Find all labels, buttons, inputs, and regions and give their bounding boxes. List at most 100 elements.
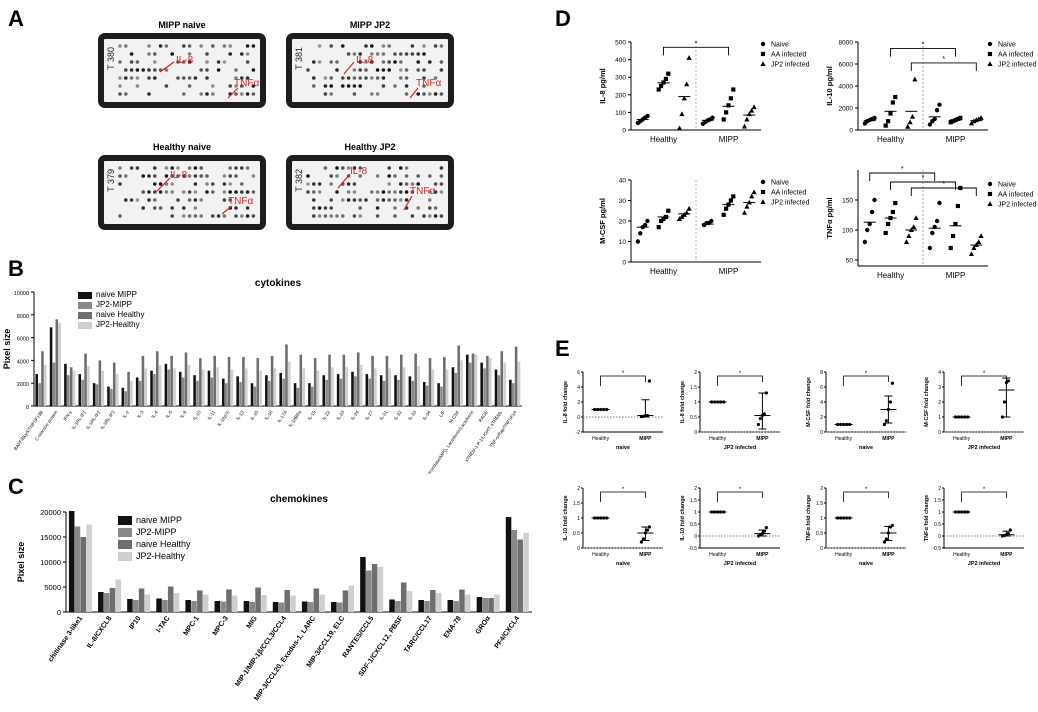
array-spot	[364, 198, 368, 202]
data-point	[987, 61, 993, 66]
array-spot	[182, 92, 186, 96]
array-spot	[335, 68, 339, 72]
bar	[476, 597, 483, 612]
array-spot	[176, 76, 180, 80]
array-spot	[193, 76, 198, 80]
array-spot	[245, 60, 250, 64]
bar	[480, 362, 483, 406]
x-tick-label: Healthy	[953, 436, 970, 442]
array-spot	[346, 76, 351, 80]
array-spot	[193, 198, 198, 202]
data-point	[716, 400, 720, 404]
array-spot	[240, 52, 244, 56]
bar	[173, 368, 176, 406]
bar	[239, 382, 242, 406]
array-spot	[164, 166, 169, 170]
x-tick-label: ENA-78	[443, 615, 463, 639]
array-spot	[234, 214, 238, 218]
y-tick-label: 200	[615, 92, 626, 99]
significance-bracket	[961, 491, 1007, 502]
data-point	[930, 230, 935, 236]
data-point	[948, 245, 953, 251]
data-point	[963, 510, 967, 514]
array-spot	[118, 174, 122, 178]
array-spot	[399, 182, 403, 186]
bar	[389, 599, 395, 612]
bar	[187, 364, 191, 406]
array-spot	[358, 174, 362, 178]
data-point	[731, 87, 736, 92]
array-spot	[335, 166, 339, 170]
y-tick-label: 2	[938, 486, 941, 492]
array-spot	[240, 84, 244, 88]
array-spot	[428, 198, 432, 202]
bar	[290, 595, 296, 612]
array-spot	[141, 190, 145, 194]
bar	[256, 358, 260, 406]
data-point	[884, 537, 888, 541]
data-point	[722, 400, 726, 404]
array-spot	[422, 44, 426, 48]
array-spot	[393, 84, 397, 88]
bar	[435, 593, 442, 612]
y-axis-label: Pixel size	[16, 542, 26, 583]
y-tick-label: 0	[57, 608, 61, 617]
legend-swatch	[78, 322, 92, 329]
significance-bracket	[600, 491, 646, 502]
data-point	[661, 216, 666, 222]
array-spot	[164, 44, 169, 48]
bar	[178, 371, 182, 406]
bar	[278, 602, 285, 612]
array-spot	[187, 190, 192, 194]
array-spot	[193, 182, 198, 186]
blot-title-mipp-naive: MIPP naive	[158, 20, 206, 30]
bar	[207, 370, 211, 406]
bar	[156, 598, 162, 612]
bar	[127, 599, 133, 612]
array-spot	[358, 76, 362, 80]
array-spot	[245, 190, 250, 194]
array-spot	[335, 60, 339, 64]
data-point	[987, 41, 993, 47]
y-tick-label: 0.5	[690, 415, 697, 421]
data-point	[713, 400, 717, 404]
array-spot	[147, 92, 151, 96]
array-spot	[346, 52, 351, 56]
data-point	[913, 215, 919, 220]
arrow-il8	[337, 173, 351, 189]
legend-label: naive Healthy	[96, 310, 144, 319]
bar	[199, 358, 202, 406]
significance-bracket	[910, 187, 977, 196]
array-spot	[364, 44, 368, 48]
y-tick-label: 0	[577, 546, 580, 552]
array-spot	[176, 198, 180, 202]
array-spot	[211, 214, 215, 218]
data-point	[987, 51, 993, 57]
y-tick-label: -0.5	[932, 546, 941, 552]
bar	[377, 567, 384, 612]
data-point	[957, 415, 961, 419]
data-point	[686, 205, 692, 211]
data-point	[762, 412, 766, 416]
array-spot	[135, 60, 140, 64]
bar	[191, 601, 197, 612]
x-tick-label: MIPP	[639, 552, 652, 558]
y-tick-label: 0	[577, 415, 580, 421]
data-point	[1006, 379, 1010, 383]
array-spot	[312, 190, 316, 194]
data-point	[958, 115, 963, 120]
y-tick-label: 1.5	[573, 501, 580, 507]
y-axis-label: IL-8 fold change	[563, 381, 569, 423]
array-spot	[439, 44, 444, 48]
data-point	[722, 510, 726, 514]
bar	[422, 382, 426, 406]
data-point	[760, 41, 766, 47]
bar	[35, 374, 39, 406]
array-spot	[222, 44, 227, 48]
legend-swatch	[118, 540, 132, 549]
y-axis-label: M-CSF pg/ml	[598, 198, 607, 244]
bar	[72, 370, 76, 406]
array-spot	[381, 52, 386, 56]
bar	[232, 595, 238, 612]
